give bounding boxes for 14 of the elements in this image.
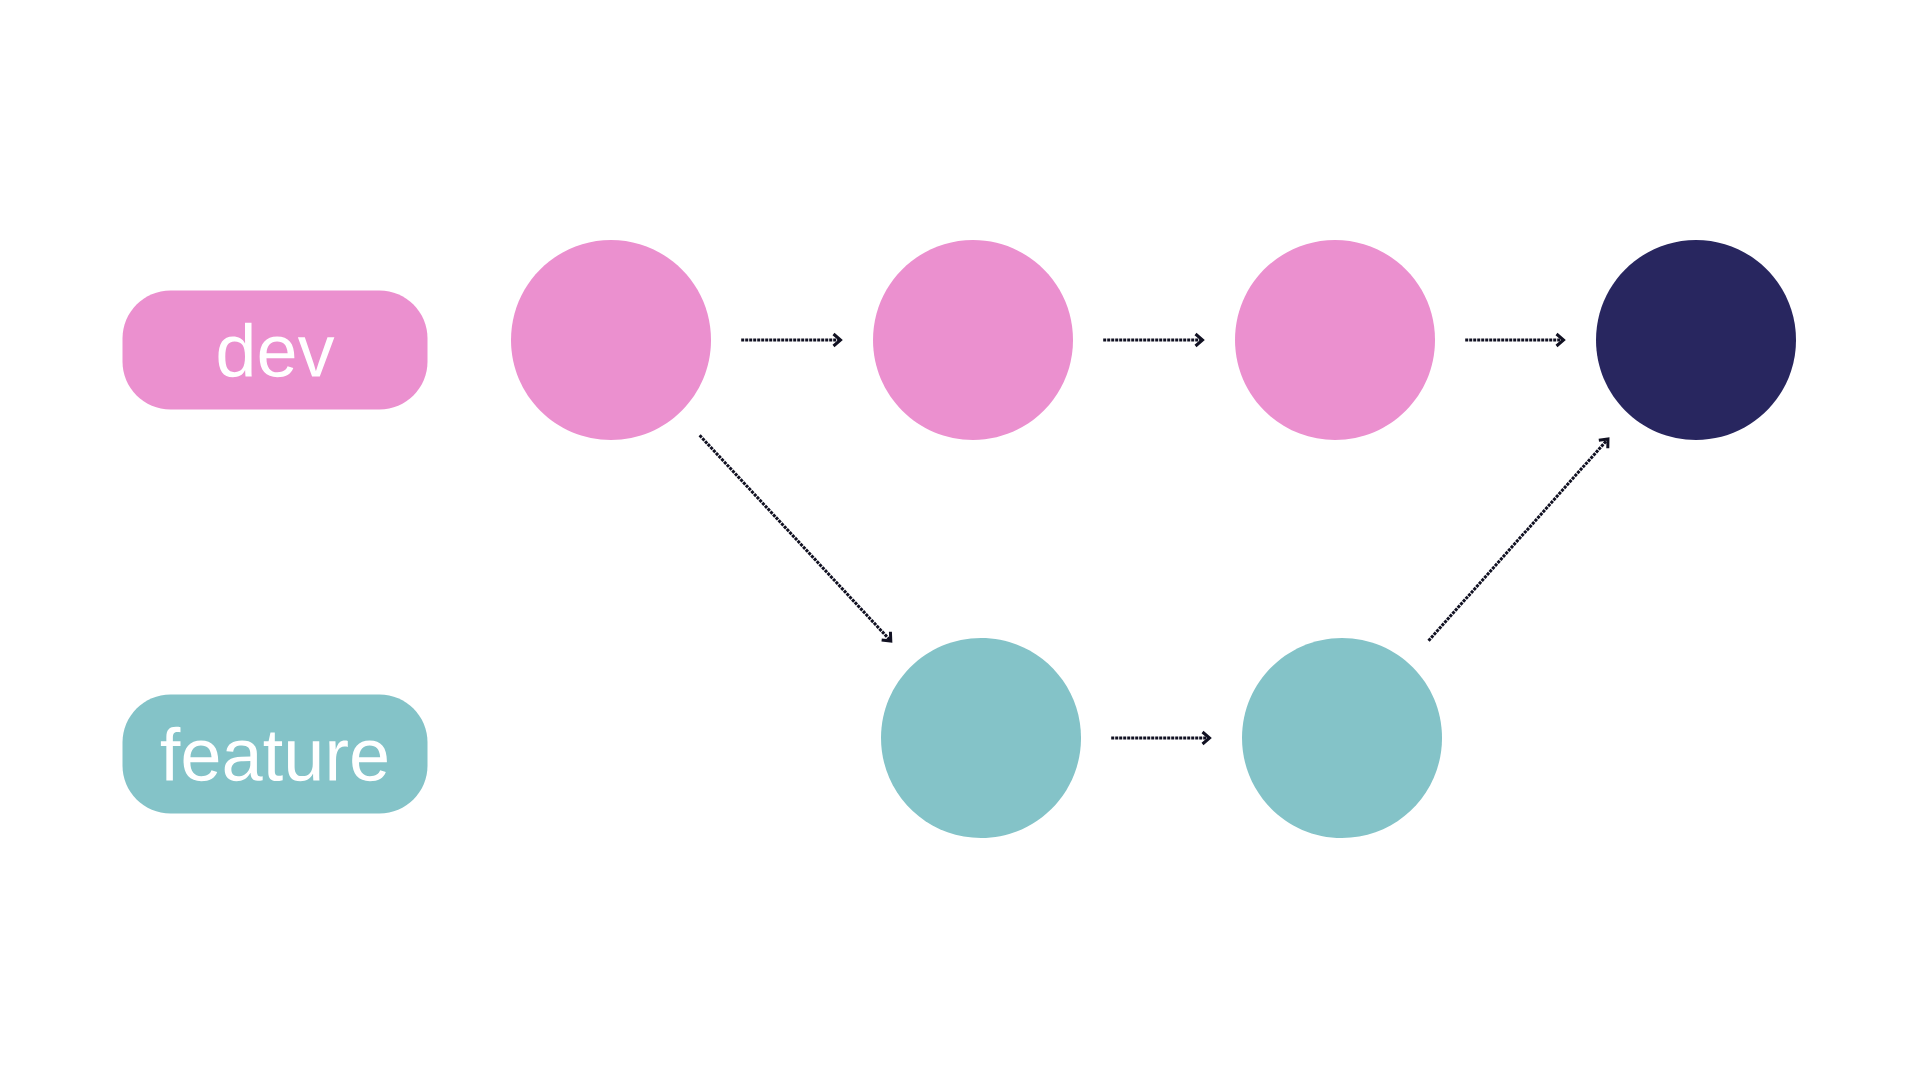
- commit-circle: [511, 240, 711, 440]
- arrow: [1427, 437, 1610, 642]
- commit-circle: [1596, 240, 1796, 440]
- arrow: [1465, 332, 1566, 348]
- commit-circle: [881, 638, 1081, 838]
- arrow: [698, 434, 893, 643]
- commit-circle: [1235, 240, 1435, 440]
- arrow: [1103, 332, 1205, 348]
- commit-circle: [1242, 638, 1442, 838]
- commit-circle: [873, 240, 1073, 440]
- branch-label: feature: [122, 694, 428, 814]
- arrow: [741, 332, 843, 348]
- branch-label: dev: [122, 290, 428, 410]
- arrow: [1111, 730, 1212, 746]
